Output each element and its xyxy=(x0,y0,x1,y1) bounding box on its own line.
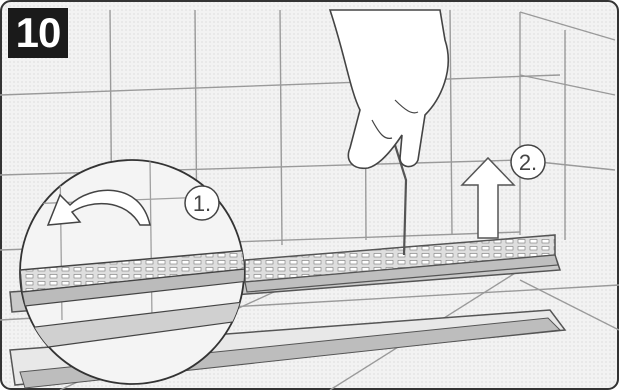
step-number-badge: 10 xyxy=(8,8,68,58)
rotate-arrow-icon xyxy=(46,189,151,226)
wall-tiles xyxy=(0,9,616,251)
svg-text:2.: 2. xyxy=(519,150,537,175)
lift-arrow-icon xyxy=(460,156,516,239)
svg-text:1.: 1. xyxy=(193,191,211,216)
drain-grate xyxy=(244,234,559,293)
callout-1: 1. xyxy=(184,185,220,221)
callout-2: 2. xyxy=(510,144,546,180)
hand-icon xyxy=(328,9,449,170)
